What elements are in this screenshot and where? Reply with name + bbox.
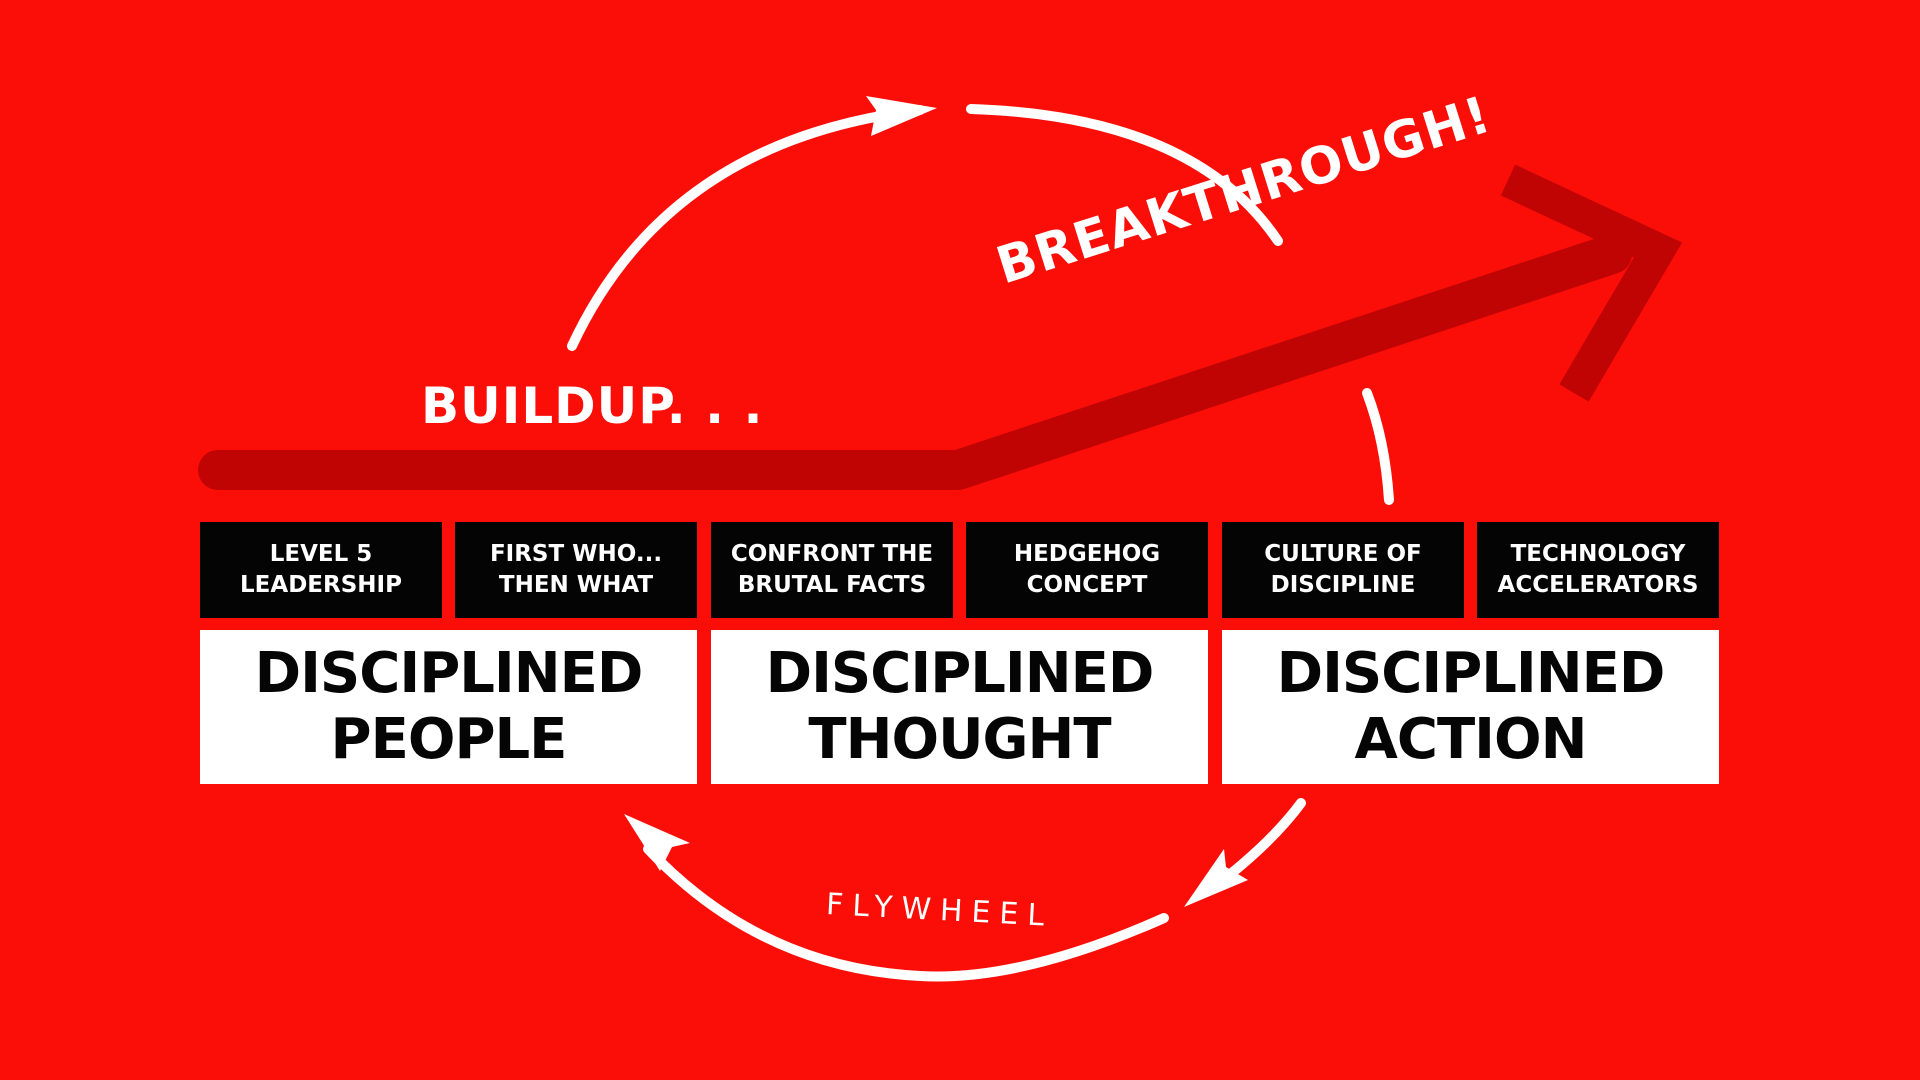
- flywheel-arc-bottom: [643, 844, 1169, 982]
- flywheel-arc-right: [1362, 388, 1394, 505]
- flywheel-arc-top-left: [567, 105, 925, 351]
- concept-label: LEVEL 5 LEADERSHIP: [240, 541, 402, 598]
- flywheel-arrowhead-bottom-left: [624, 814, 690, 871]
- concept-label: TECHNOLOGY ACCELERATORS: [1497, 541, 1699, 598]
- stage-disciplined-people: DISCIPLINED PEOPLE: [200, 630, 697, 784]
- concept-culture-of-discipline: CULTURE OF DISCIPLINE: [1222, 522, 1464, 618]
- concept-level-5-leadership: LEVEL 5 LEADERSHIP: [200, 522, 442, 618]
- concept-label: HEDGEHOG CONCEPT: [1013, 541, 1161, 598]
- momentum-arrow-icon: [198, 164, 1683, 490]
- flywheel-arrow-top-icon: [567, 96, 937, 351]
- flywheel-arrowhead-top: [866, 96, 937, 136]
- concept-confront-brutal-facts: CONFRONT THE BRUTAL FACTS: [711, 522, 953, 618]
- concept-label: FIRST WHO... THEN WHAT: [489, 541, 663, 598]
- concept-technology-accelerators: TECHNOLOGY ACCELERATORS: [1477, 522, 1719, 618]
- stage-disciplined-action: DISCIPLINED ACTION: [1222, 630, 1719, 784]
- stage-label: DISCIPLINED THOUGHT: [765, 641, 1155, 772]
- stage-label: DISCIPLINED ACTION: [1276, 641, 1666, 772]
- buildup-label: BUILDUP. . .: [421, 377, 764, 435]
- concept-label: CONFRONT THE BRUTAL FACTS: [730, 541, 934, 598]
- flywheel-arrow-bottom-right-icon: [1184, 798, 1306, 907]
- concept-hedgehog: HEDGEHOG CONCEPT: [966, 522, 1208, 618]
- flywheel-arrowhead-bottom-right: [1184, 849, 1248, 907]
- flywheel-arrow-bottom-left-icon: [624, 814, 1169, 982]
- stage-label: DISCIPLINED PEOPLE: [254, 641, 644, 772]
- concept-first-who-then-what: FIRST WHO... THEN WHAT: [455, 522, 697, 618]
- stage-disciplined-thought: DISCIPLINED THOUGHT: [711, 630, 1208, 784]
- concept-label: CULTURE OF DISCIPLINE: [1264, 541, 1422, 598]
- momentum-arrow-shaft: [198, 234, 1632, 490]
- momentum-arrowhead: [1500, 164, 1683, 402]
- flywheel-arc-top-right: [966, 104, 1283, 246]
